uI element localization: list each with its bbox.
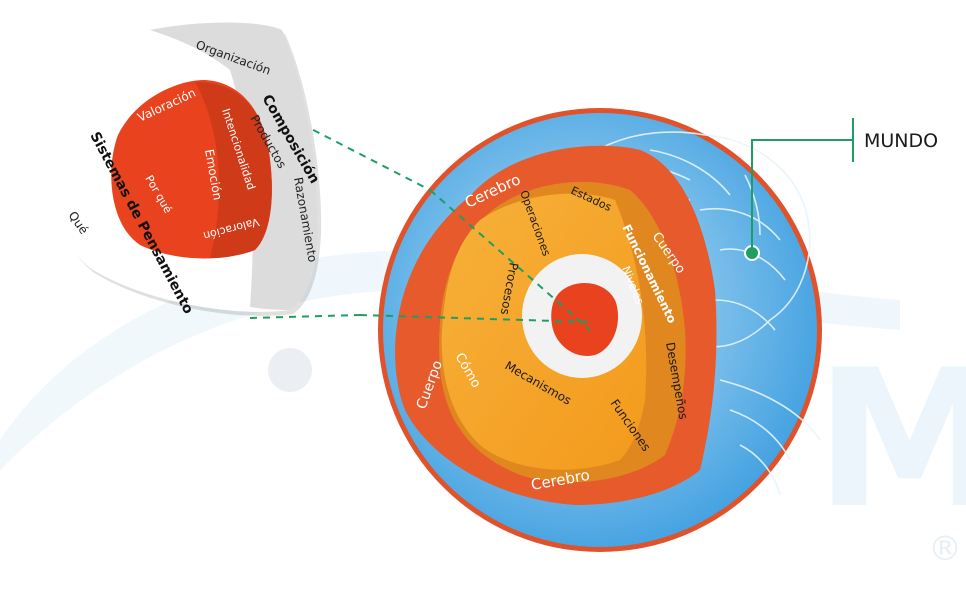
dashed-connector-bottom: [249, 314, 361, 319]
label-mundo: MUNDO: [864, 130, 938, 152]
callout-inner-shade: [195, 82, 272, 258]
registered-mark: ®: [928, 529, 962, 569]
core: [551, 282, 619, 356]
callout-gray-band: [150, 22, 319, 310]
dashed-connector-top-inner: [429, 189, 591, 331]
earth-sphere: [359, 108, 822, 552]
mundo-leader: MUNDO: [744, 118, 938, 261]
clock-watermark-icon: [268, 348, 312, 392]
watermark-letter: M: [815, 329, 966, 550]
callout-wedge: Organización Composición Productos Razon…: [51, 22, 322, 317]
dashed-connector-top: [289, 117, 431, 191]
